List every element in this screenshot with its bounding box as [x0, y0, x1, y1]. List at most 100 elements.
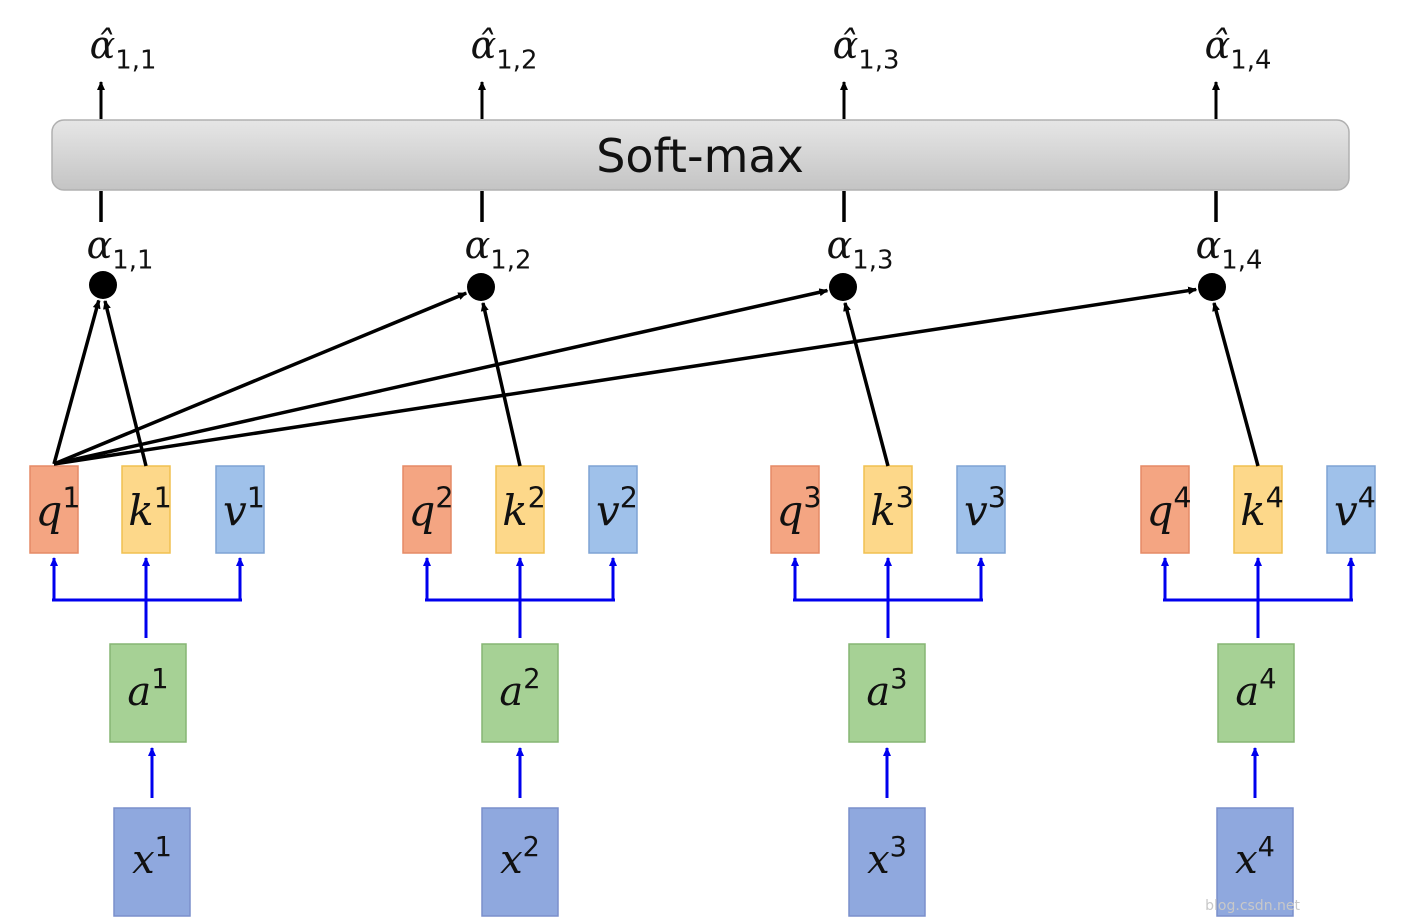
dot-product-node	[467, 273, 495, 301]
alpha-hat-label-sub: 1,4	[1230, 46, 1271, 76]
a-label: a4	[1235, 664, 1276, 715]
key-to-dot-arrow	[1212, 302, 1260, 467]
a-label: a2	[499, 664, 540, 715]
query1-to-dot-4-arrow	[53, 286, 1198, 466]
k-label-sup: 3	[896, 480, 914, 514]
x-label-sup: 4	[1258, 832, 1275, 863]
q-label-sup: 2	[435, 480, 453, 514]
x-label-sup: 3	[890, 832, 907, 863]
query-box	[402, 465, 452, 554]
q-label-sup: 3	[803, 480, 821, 514]
v-label-base: v	[1334, 486, 1358, 535]
a-label-sup: 3	[890, 664, 907, 695]
q-label: q2	[408, 480, 453, 535]
k-label-sup: 4	[1266, 480, 1284, 514]
alpha-label-base: α	[87, 223, 113, 267]
alpha-hat-label: α̂1,2	[471, 23, 538, 76]
x-label: x1	[132, 832, 172, 883]
value-box	[956, 465, 1006, 554]
x-label: x3	[867, 832, 907, 883]
alpha-hat-label-sub: 1,3	[858, 46, 899, 76]
k-label: k2	[502, 480, 546, 535]
x-label: x2	[500, 832, 540, 883]
q-label-sup: 4	[1173, 480, 1191, 514]
k-label: k1	[128, 480, 172, 535]
v-label-sup: 3	[988, 480, 1006, 514]
key-to-dot-arrow	[480, 302, 522, 467]
x-label-base: x	[1235, 837, 1258, 883]
q-label: q3	[776, 480, 821, 535]
a-embedding-box	[848, 643, 926, 743]
a-embedding-box	[109, 643, 187, 743]
query1-to-dot-2-arrow	[53, 291, 468, 466]
alpha-label-sub: 1,1	[112, 246, 153, 276]
value-box	[1326, 465, 1376, 554]
alpha-label-sub: 1,3	[852, 246, 893, 276]
a-label-base: a	[499, 669, 523, 715]
k-label-base: k	[128, 486, 153, 535]
alpha-label-base: α	[465, 223, 491, 267]
alpha-hat-label-sub: 1,1	[115, 46, 156, 76]
alpha-label-sub: 1,2	[490, 246, 531, 276]
dot-product-node	[1198, 273, 1226, 301]
query1-to-dot-1-arrow	[52, 299, 101, 465]
k-label-base: k	[870, 486, 895, 535]
k-label-base: k	[1240, 486, 1265, 535]
a-label-sup: 2	[523, 664, 540, 695]
alpha-hat-label-base: α̂	[1205, 23, 1231, 67]
alpha-hat-label: α̂1,3	[833, 23, 900, 76]
a-label-base: a	[1235, 669, 1259, 715]
watermark: blog.csdn.net	[1205, 898, 1300, 914]
x-input-box	[1216, 807, 1294, 917]
alpha-label: α1,3	[827, 223, 894, 276]
a-label: a3	[866, 664, 907, 715]
q-label: q4	[1146, 480, 1191, 535]
softmax-block: Soft-max	[51, 119, 1350, 191]
x-input-box	[848, 807, 926, 917]
key-box	[121, 465, 171, 554]
a-label-base: a	[866, 669, 890, 715]
alpha-hat-label-base: α̂	[471, 23, 497, 67]
x-label-base: x	[867, 837, 890, 883]
value-box	[215, 465, 265, 554]
query-box	[770, 465, 820, 554]
alpha-label: α1,2	[465, 223, 532, 276]
v-label: v4	[1334, 480, 1376, 535]
v-label: v1	[223, 480, 265, 535]
alpha-label: α1,1	[87, 223, 154, 276]
v-label: v2	[596, 480, 638, 535]
k-label-sup: 1	[154, 480, 172, 514]
alpha-hat-label: α̂1,4	[1205, 23, 1272, 76]
v-label-sup: 2	[620, 480, 638, 514]
k-label: k4	[1240, 480, 1284, 535]
q-label-sup: 1	[62, 480, 80, 514]
v-label-base: v	[964, 486, 988, 535]
v-label: v3	[964, 480, 1006, 535]
query-box	[1140, 465, 1190, 554]
a-label-sup: 1	[151, 664, 168, 695]
alpha-label-sub: 1,4	[1221, 246, 1262, 276]
softmax-label: Soft-max	[596, 129, 804, 183]
x-input-box	[481, 807, 559, 917]
a-label-base: a	[127, 669, 151, 715]
alpha-hat-label-sub: 1,2	[496, 46, 537, 76]
query1-to-dot-3-arrow	[53, 288, 829, 466]
q-label: q1	[35, 480, 80, 535]
query-box	[29, 465, 79, 554]
v-label-base: v	[223, 486, 247, 535]
v-label-base: v	[596, 486, 620, 535]
v-label-sup: 1	[247, 480, 265, 514]
alpha-hat-label: α̂1,1	[90, 23, 157, 76]
a-embedding-box	[481, 643, 559, 743]
key-box	[1233, 465, 1283, 554]
dot-product-node	[829, 273, 857, 301]
key-box	[863, 465, 913, 554]
k-label-base: k	[502, 486, 527, 535]
alpha-hat-label-base: α̂	[90, 23, 116, 67]
x-label: x4	[1235, 832, 1275, 883]
x-input-box	[113, 807, 191, 917]
